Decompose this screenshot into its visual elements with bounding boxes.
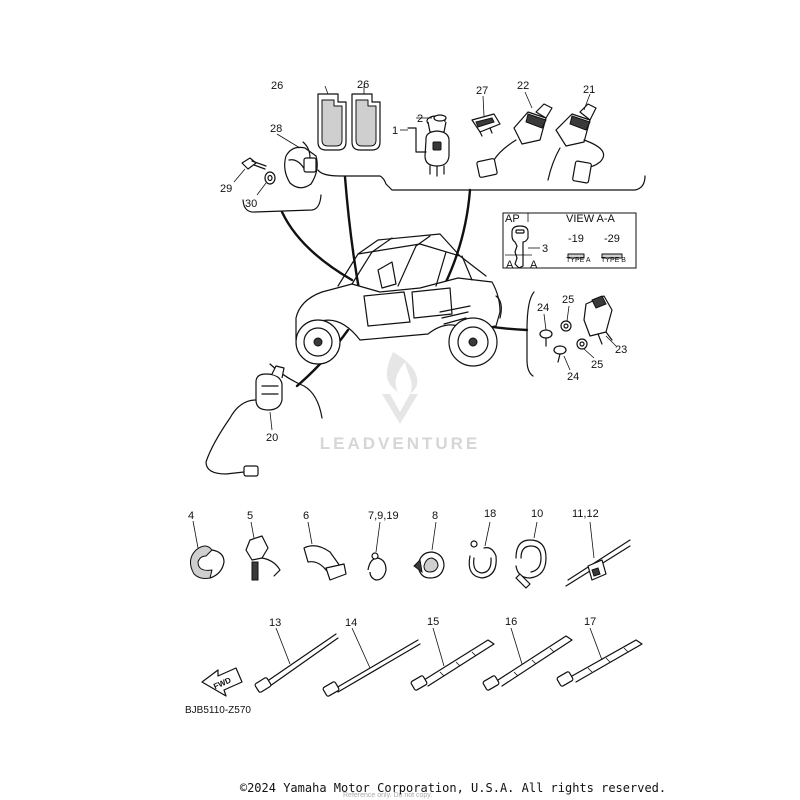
type-b-label: TYPE B: [601, 257, 626, 264]
key-box-labels: AP VIEW A-A -19 -29 TYPE A TYPE B A A: [505, 213, 626, 271]
part-28-sensor: [276, 133, 318, 189]
label-part-8: 8: [432, 510, 438, 522]
label-part-11-12: 11,12: [572, 508, 599, 520]
label-part-17: 17: [584, 616, 596, 628]
label-part-30: 30: [245, 198, 257, 210]
part-4-clamp: [190, 520, 225, 579]
part-24-bolt-upper: [539, 313, 553, 347]
label-part-10: 10: [531, 508, 543, 520]
label-part-24b: 24: [567, 371, 579, 383]
part-2-switch-nut: [416, 114, 447, 122]
label-part-1: 1: [392, 125, 398, 137]
part-21-rocker-switch: [547, 93, 605, 184]
part-20-sensor: [205, 365, 285, 477]
part-15-cable-tie: [410, 627, 495, 691]
section-mark-right: A: [530, 259, 538, 271]
ap-label: AP: [505, 213, 520, 225]
label-part-13: 13: [269, 617, 281, 629]
utv-vehicle-outline: [295, 233, 502, 367]
part-30-washer: [256, 171, 276, 196]
part-14-cable-tie: [322, 627, 421, 697]
part-16-cable-tie: [482, 627, 573, 691]
label-part-22: 22: [517, 80, 529, 92]
label-part-4: 4: [188, 510, 194, 522]
label-part-28: 28: [270, 123, 282, 135]
type-a-label: TYPE A: [566, 257, 591, 264]
key-detail-box: [502, 212, 637, 269]
copyright-notice: ©2024 Yamaha Motor Corporation, U.S.A. A…: [239, 781, 667, 795]
label-part-15: 15: [427, 616, 439, 628]
label-part-26b: 26: [357, 79, 369, 91]
part-25-washer-upper: [560, 305, 572, 332]
part-26-cover-left: [317, 85, 347, 151]
part-10-clamp: [515, 521, 547, 589]
label-part-16: 16: [505, 616, 517, 628]
part-8-clamp: [413, 521, 445, 579]
label-part-29: 29: [220, 183, 232, 195]
label-part-7-9-19: 7,9,19: [368, 510, 399, 522]
fwd-direction-arrow: [201, 667, 243, 697]
label-part-18: 18: [484, 508, 496, 520]
label-part-25a: 25: [562, 294, 574, 306]
part-number-labels: 26 26 28 29 30 1 2 27 22 21 3 24 25 23 2…: [188, 79, 627, 629]
watermark-subtext: Reference only. Do not copy.: [343, 792, 432, 799]
label-part-26a: 26: [271, 80, 283, 92]
type-a-code: -19: [568, 233, 584, 245]
leadventure-watermark-logo: [382, 352, 418, 424]
part-23-relay: [583, 295, 617, 347]
label-part-27: 27: [476, 85, 488, 97]
part-27-switch: [471, 95, 501, 137]
part-11-12-cable-tie-clip: [565, 521, 631, 587]
section-mark-left: A: [506, 259, 514, 271]
watermark-brand: LEADVENTURE: [319, 434, 481, 453]
label-part-24a: 24: [537, 302, 549, 314]
part-22-rocker-switch: [476, 91, 553, 178]
part-7-9-19-clamp: [367, 521, 387, 581]
label-part-14: 14: [345, 617, 357, 629]
label-part-25b: 25: [591, 359, 603, 371]
part-18-clamp: [468, 521, 497, 579]
part-26-cover-right: [351, 86, 381, 151]
view-a-a-label: VIEW A-A: [566, 213, 616, 225]
label-part-23: 23: [615, 344, 627, 356]
label-part-3: 3: [542, 243, 548, 255]
type-b-code: -29: [604, 233, 620, 245]
part-1-main-switch: [400, 115, 450, 177]
part-5-clamp: [245, 521, 281, 581]
reference-code: BJB5110-Z570: [185, 705, 251, 716]
label-part-5: 5: [247, 510, 253, 522]
label-part-20: 20: [266, 432, 278, 444]
part-24-bolt-lower: [553, 345, 571, 371]
label-part-2: 2: [417, 113, 423, 125]
label-part-6: 6: [303, 510, 309, 522]
part-13-cable-tie: [254, 627, 339, 693]
part-25-washer-lower: [576, 338, 595, 359]
part-29-bolt: [233, 157, 267, 183]
part-6-clamp: [303, 521, 347, 581]
label-part-21: 21: [583, 84, 595, 96]
part-17-cable-tie: [556, 627, 643, 687]
